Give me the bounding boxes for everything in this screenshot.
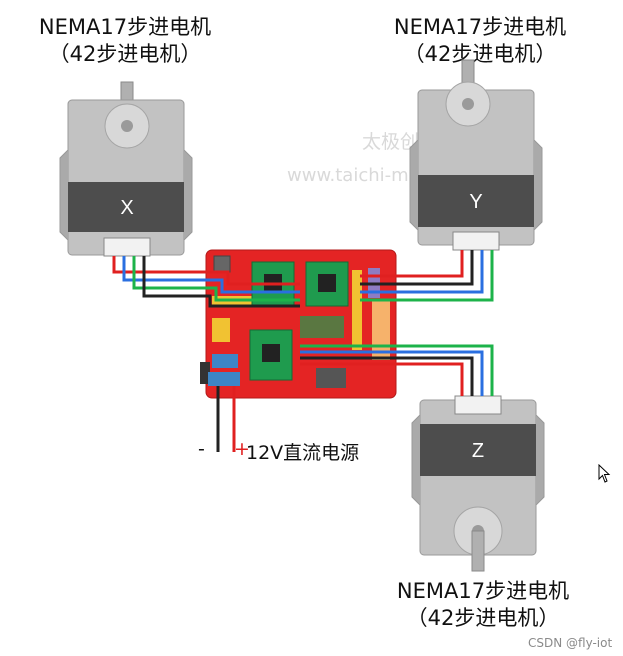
reset-button [213, 255, 231, 273]
motor-y-title: NEMA17步进电机 [393, 15, 567, 39]
label-motor-x: NEMA17步进电机 （42步进电机） [30, 14, 220, 68]
motor-x-band [68, 182, 184, 232]
wires-motor-x [112, 256, 300, 308]
motor-z-band [420, 424, 536, 476]
motor-y-subtitle: （42步进电机） [403, 42, 557, 66]
power-wires [216, 386, 236, 452]
wires-motor-z [300, 344, 494, 396]
power-plus: + [234, 438, 250, 460]
motor-z-letter: Z [472, 440, 484, 462]
label-motor-y: NEMA17步进电机 （42步进电机） [385, 14, 575, 68]
motor-z [411, 395, 545, 572]
mouse-cursor-icon [598, 464, 611, 483]
motor-z-shaft [471, 530, 485, 572]
motor-z-subtitle: （42步进电机） [406, 606, 560, 630]
credit-text: CSDN @fly-iot [528, 636, 613, 650]
wires-motor-y [360, 250, 494, 302]
motor-x [59, 81, 193, 257]
motor-y [409, 59, 543, 251]
motor-y-band [418, 175, 534, 227]
motor-x-subtitle: （42步进电机） [48, 42, 202, 66]
motor-z-title: NEMA17步进电机 [396, 579, 570, 603]
motor-x-letter: X [120, 197, 133, 219]
label-motor-z: NEMA17步进电机 （42步进电机） [388, 578, 578, 632]
power-label: 12V直流电源 [246, 442, 360, 464]
watermark-line1: 太极创 [362, 131, 420, 153]
motor-y-letter: Y [469, 191, 482, 213]
power-minus: - [198, 438, 205, 460]
motor-x-title: NEMA17步进电机 [38, 15, 212, 39]
